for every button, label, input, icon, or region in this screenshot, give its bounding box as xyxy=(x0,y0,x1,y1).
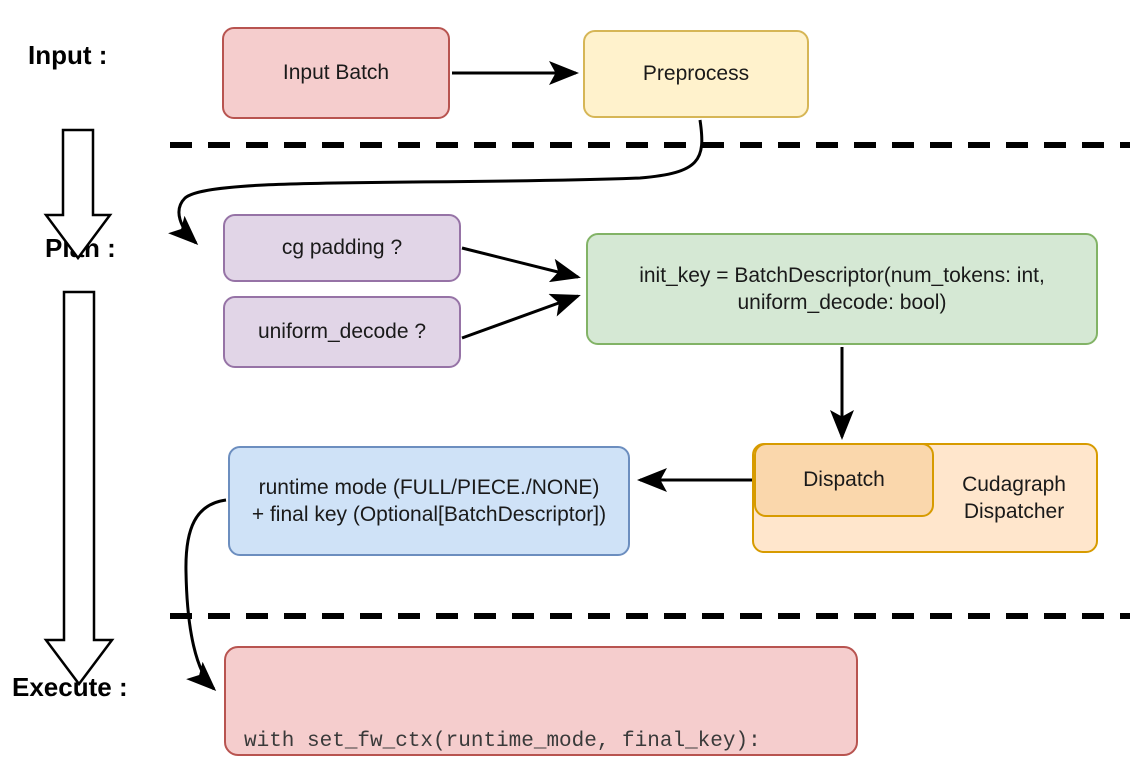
node-cg-padding[interactable]: cg padding ? xyxy=(223,214,461,282)
node-input-batch-label: Input Batch xyxy=(282,61,390,85)
node-uniform-decode[interactable]: uniform_decode ? xyxy=(223,296,461,368)
node-runtime-mode[interactable]: runtime mode (FULL/PIECE./NONE) + final … xyxy=(228,446,630,556)
edge-uniform-decode-to-init-key xyxy=(461,293,581,340)
node-init-key[interactable]: init_key = BatchDescriptor(num_tokens: i… xyxy=(586,233,1098,345)
node-cudagraph-dispatcher-line2: Dispatcher xyxy=(963,500,1065,523)
node-uniform-decode-label: uniform_decode ? xyxy=(257,320,427,344)
stage-arrow-plan-to-execute xyxy=(43,290,115,687)
node-runtime-mode-line2: + final key (Optional[BatchDescriptor]) xyxy=(251,503,607,526)
node-dispatch-label: Dispatch xyxy=(803,468,885,492)
node-init-key-line2: uniform_decode: bool) xyxy=(737,291,947,314)
node-execute-code[interactable]: with set_fw_ctx(runtime_mode, final_key)… xyxy=(224,646,858,756)
node-preprocess-label: Preprocess xyxy=(642,62,750,86)
node-preprocess[interactable]: Preprocess xyxy=(583,30,809,118)
node-runtime-mode-line1: runtime mode (FULL/PIECE./NONE) xyxy=(258,475,600,499)
node-dispatch[interactable]: Dispatch xyxy=(754,443,934,517)
stage-label-execute: Execute : xyxy=(12,672,128,702)
node-execute-code-line1: with set_fw_ctx(runtime_mode, final_key)… xyxy=(244,729,761,753)
node-cudagraph-dispatcher-line1: Cudagraph xyxy=(962,472,1066,496)
node-input-batch[interactable]: Input Batch xyxy=(222,27,450,119)
node-cg-padding-label: cg padding ? xyxy=(281,236,403,260)
edge-cg-padding-to-init-key xyxy=(461,246,581,283)
stage-label-plan: Plan : xyxy=(45,233,116,263)
stage-label-input: Input : xyxy=(28,40,108,70)
edge-runtime-mode-to-execute-code xyxy=(184,498,227,692)
node-init-key-line1: init_key = BatchDescriptor(num_tokens: i… xyxy=(639,263,1045,287)
